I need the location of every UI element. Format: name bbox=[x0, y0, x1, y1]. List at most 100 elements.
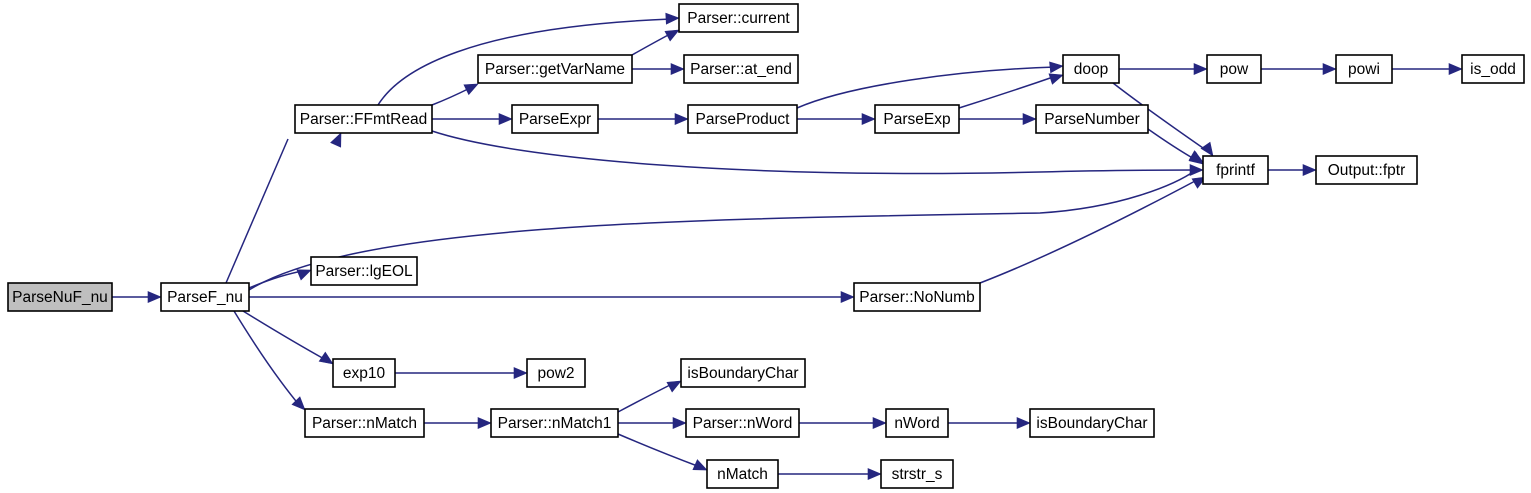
call-edge bbox=[796, 66, 1057, 109]
call-edge bbox=[617, 382, 675, 413]
arrowhead-icon bbox=[147, 291, 162, 303]
graph-node-pow[interactable]: pow bbox=[1206, 54, 1262, 84]
arrowhead-icon bbox=[1302, 164, 1317, 176]
graph-node-ParseNumber[interactable]: ParseNumber bbox=[1035, 104, 1149, 134]
graph-node-Parser-FFmtRead[interactable]: Parser::FFmtRead bbox=[294, 104, 433, 134]
call-edge bbox=[1112, 82, 1204, 149]
node-box[interactable] bbox=[1461, 54, 1525, 84]
graph-node-Parser-at_end[interactable]: Parser::at_end bbox=[683, 54, 799, 84]
graph-node-Parser-current[interactable]: Parser::current bbox=[678, 3, 799, 33]
graph-node-Parser-nWord[interactable]: Parser::nWord bbox=[685, 408, 800, 438]
call-edge bbox=[242, 310, 327, 361]
arrowhead-icon bbox=[840, 291, 855, 303]
arrowhead-icon bbox=[861, 113, 876, 125]
arrowhead-icon bbox=[670, 63, 685, 75]
arrowhead-icon bbox=[664, 29, 680, 42]
graph-node-powi[interactable]: powi bbox=[1335, 54, 1393, 84]
graph-node-doop[interactable]: doop bbox=[1062, 54, 1120, 84]
arrowhead-icon bbox=[318, 351, 334, 365]
arrowhead-icon bbox=[665, 12, 680, 25]
arrowhead-icon bbox=[867, 468, 882, 480]
edges-layer bbox=[112, 18, 1454, 475]
graph-node-ParseProduct[interactable]: ParseProduct bbox=[687, 104, 798, 134]
graph-node-pow2[interactable]: pow2 bbox=[526, 358, 586, 388]
arrowhead-icon bbox=[1322, 63, 1337, 75]
node-box[interactable] bbox=[1029, 408, 1155, 438]
graph-node-ParseExpr[interactable]: ParseExpr bbox=[511, 104, 599, 134]
call-edge bbox=[958, 75, 1057, 109]
graph-node-Parser-nMatch[interactable]: Parser::nMatch bbox=[304, 408, 425, 438]
graph-node-Parser-getVarName[interactable]: Parser::getVarName bbox=[477, 54, 633, 84]
arrowhead-icon bbox=[692, 459, 708, 471]
node-box[interactable] bbox=[685, 408, 800, 438]
node-box[interactable] bbox=[1335, 54, 1393, 84]
call-edge bbox=[631, 32, 673, 56]
arrowhead-icon bbox=[477, 417, 492, 429]
call-edge bbox=[979, 179, 1198, 284]
arrowhead-icon bbox=[672, 417, 687, 429]
node-box[interactable] bbox=[880, 459, 954, 489]
node-box[interactable] bbox=[1315, 155, 1418, 185]
graph-node-strstr_s[interactable]: strstr_s bbox=[880, 459, 954, 489]
arrowheads-layer bbox=[147, 12, 1463, 480]
graph-node-ParseNuF_nu[interactable]: ParseNuF_nu bbox=[7, 282, 113, 312]
graph-node-Output-fptr[interactable]: Output::fptr bbox=[1315, 155, 1418, 185]
node-box[interactable] bbox=[477, 54, 633, 84]
graph-node-ParseExp[interactable]: ParseExp bbox=[874, 104, 960, 134]
node-box[interactable] bbox=[332, 358, 396, 388]
node-box[interactable] bbox=[1202, 155, 1269, 185]
arrowhead-icon bbox=[291, 396, 306, 411]
arrowhead-icon bbox=[1188, 150, 1204, 163]
node-box[interactable] bbox=[511, 104, 599, 134]
arrowhead-icon bbox=[1189, 164, 1204, 176]
graph-node-exp10[interactable]: exp10 bbox=[332, 358, 396, 388]
node-box[interactable] bbox=[1035, 104, 1149, 134]
arrowhead-icon bbox=[872, 417, 887, 429]
graph-node-ParseF_nu[interactable]: ParseF_nu bbox=[160, 282, 250, 312]
arrowhead-icon bbox=[513, 367, 528, 379]
call-edge bbox=[225, 138, 289, 284]
node-box[interactable] bbox=[304, 408, 425, 438]
graph-node-nMatch[interactable]: nMatch bbox=[706, 459, 779, 489]
node-box[interactable] bbox=[706, 459, 779, 489]
node-box[interactable] bbox=[294, 104, 433, 134]
node-box[interactable] bbox=[885, 408, 949, 438]
call-edge bbox=[617, 433, 701, 468]
node-box[interactable] bbox=[1206, 54, 1262, 84]
node-box[interactable] bbox=[160, 282, 250, 312]
node-box[interactable] bbox=[310, 256, 418, 286]
node-box[interactable] bbox=[853, 282, 981, 312]
arrowhead-icon bbox=[1049, 61, 1064, 74]
node-box[interactable] bbox=[526, 358, 586, 388]
node-box[interactable] bbox=[683, 54, 799, 84]
node-box[interactable] bbox=[678, 3, 799, 33]
graph-node-Parser-lgEOL[interactable]: Parser::lgEOL bbox=[310, 256, 418, 286]
graph-node-Parser-NoNumb[interactable]: Parser::NoNumb bbox=[853, 282, 981, 312]
node-box[interactable] bbox=[490, 408, 619, 438]
graph-node-nWord[interactable]: nWord bbox=[885, 408, 949, 438]
call-edge bbox=[431, 130, 1197, 175]
graph-node-Parser-nMatch1[interactable]: Parser::nMatch1 bbox=[490, 408, 619, 438]
graph-node-isBoundaryChar2[interactable]: isBoundaryChar bbox=[1029, 408, 1155, 438]
graph-node-isBoundaryChar1[interactable]: isBoundaryChar bbox=[680, 358, 806, 388]
arrowhead-icon bbox=[1448, 63, 1463, 75]
graph-node-is_odd[interactable]: is_odd bbox=[1461, 54, 1525, 84]
node-box[interactable] bbox=[680, 358, 806, 388]
arrowhead-icon bbox=[666, 380, 682, 393]
graph-node-fprintf[interactable]: fprintf bbox=[1202, 155, 1269, 185]
node-box[interactable] bbox=[1062, 54, 1120, 84]
node-box[interactable] bbox=[7, 282, 113, 312]
node-box[interactable] bbox=[874, 104, 960, 134]
arrowhead-icon bbox=[463, 83, 479, 96]
arrowhead-icon bbox=[498, 113, 513, 125]
arrowhead-icon bbox=[1016, 417, 1031, 429]
arrowhead-icon bbox=[1022, 113, 1037, 125]
call-edge bbox=[1147, 128, 1197, 161]
call-edge bbox=[377, 18, 672, 106]
arrowhead-icon bbox=[1048, 73, 1064, 85]
call-edge bbox=[233, 310, 301, 407]
node-box[interactable] bbox=[687, 104, 798, 134]
